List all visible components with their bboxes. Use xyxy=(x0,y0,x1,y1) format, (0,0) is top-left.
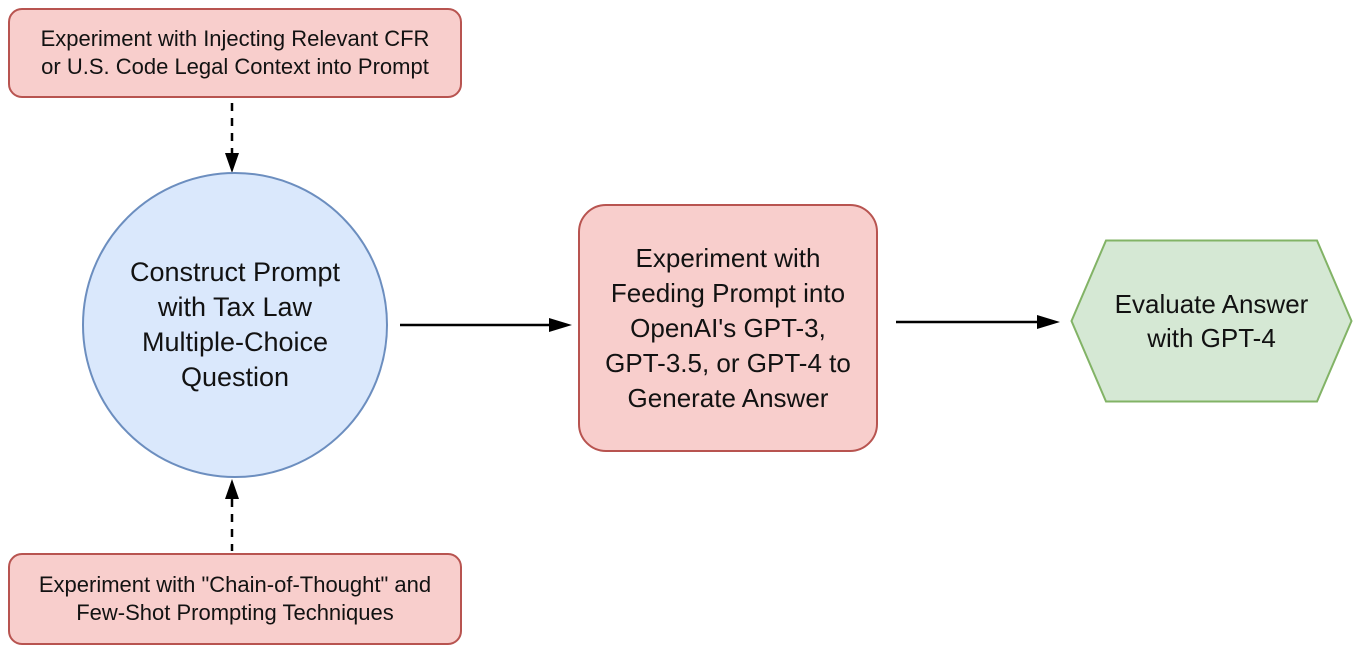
node-label-line: with GPT-4 xyxy=(1147,323,1276,353)
node-label-line: Evaluate Answer xyxy=(1114,289,1309,319)
node-cot-few-shot: Experiment with "Chain-of-Thought" and F… xyxy=(8,553,462,645)
node-label-line: Question xyxy=(180,362,290,392)
node-label-line: GPT-3.5, or GPT-4 to xyxy=(605,347,851,378)
node-label-line: Experiment with Injecting Relevant CFR xyxy=(40,26,430,51)
node-label-line: or U.S. Code Legal Context into Prompt xyxy=(41,54,429,79)
node-inject-legal-context: Experiment with Injecting Relevant CFR o… xyxy=(8,8,462,98)
node-label-line: Multiple-Choice xyxy=(141,327,329,357)
node-label-line: Generate Answer xyxy=(627,382,829,413)
node-label-line: Feeding Prompt into xyxy=(610,277,846,308)
node-label-line: Construct Prompt xyxy=(129,257,341,287)
node-construct-prompt: Construct Prompt with Tax Law Multiple-C… xyxy=(82,172,388,478)
node-feed-prompt-gpt: Experiment with Feeding Prompt into Open… xyxy=(578,204,878,452)
node-label-line: Few-Shot Prompting Techniques xyxy=(76,600,394,625)
hexagon-shape xyxy=(1070,239,1353,403)
arrow-construct-to-feed xyxy=(400,318,572,332)
node-label-line: Experiment with "Chain-of-Thought" and xyxy=(38,572,432,597)
node-label-line: OpenAI's GPT-3, xyxy=(630,312,826,343)
node-label-line: with Tax Law xyxy=(157,292,313,322)
arrow-feed-to-evaluate xyxy=(896,315,1060,329)
node-evaluate-answer: Evaluate Answer with GPT-4 xyxy=(1070,239,1353,403)
node-label-line: Experiment with xyxy=(635,242,821,273)
arrow-cot-to-construct xyxy=(225,479,239,551)
arrow-inject-to-construct xyxy=(225,103,239,173)
